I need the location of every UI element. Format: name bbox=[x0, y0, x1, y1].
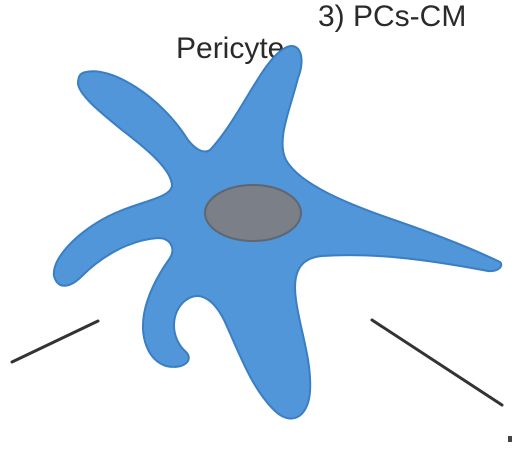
pericyte-label: Pericyte bbox=[176, 32, 284, 65]
pericyte-nucleus bbox=[205, 185, 301, 241]
left-pointer-line bbox=[12, 321, 98, 362]
partial-heading: 3) PCs-CM bbox=[318, 0, 466, 33]
edge-mark bbox=[508, 436, 512, 442]
right-pointer-line bbox=[372, 320, 502, 405]
